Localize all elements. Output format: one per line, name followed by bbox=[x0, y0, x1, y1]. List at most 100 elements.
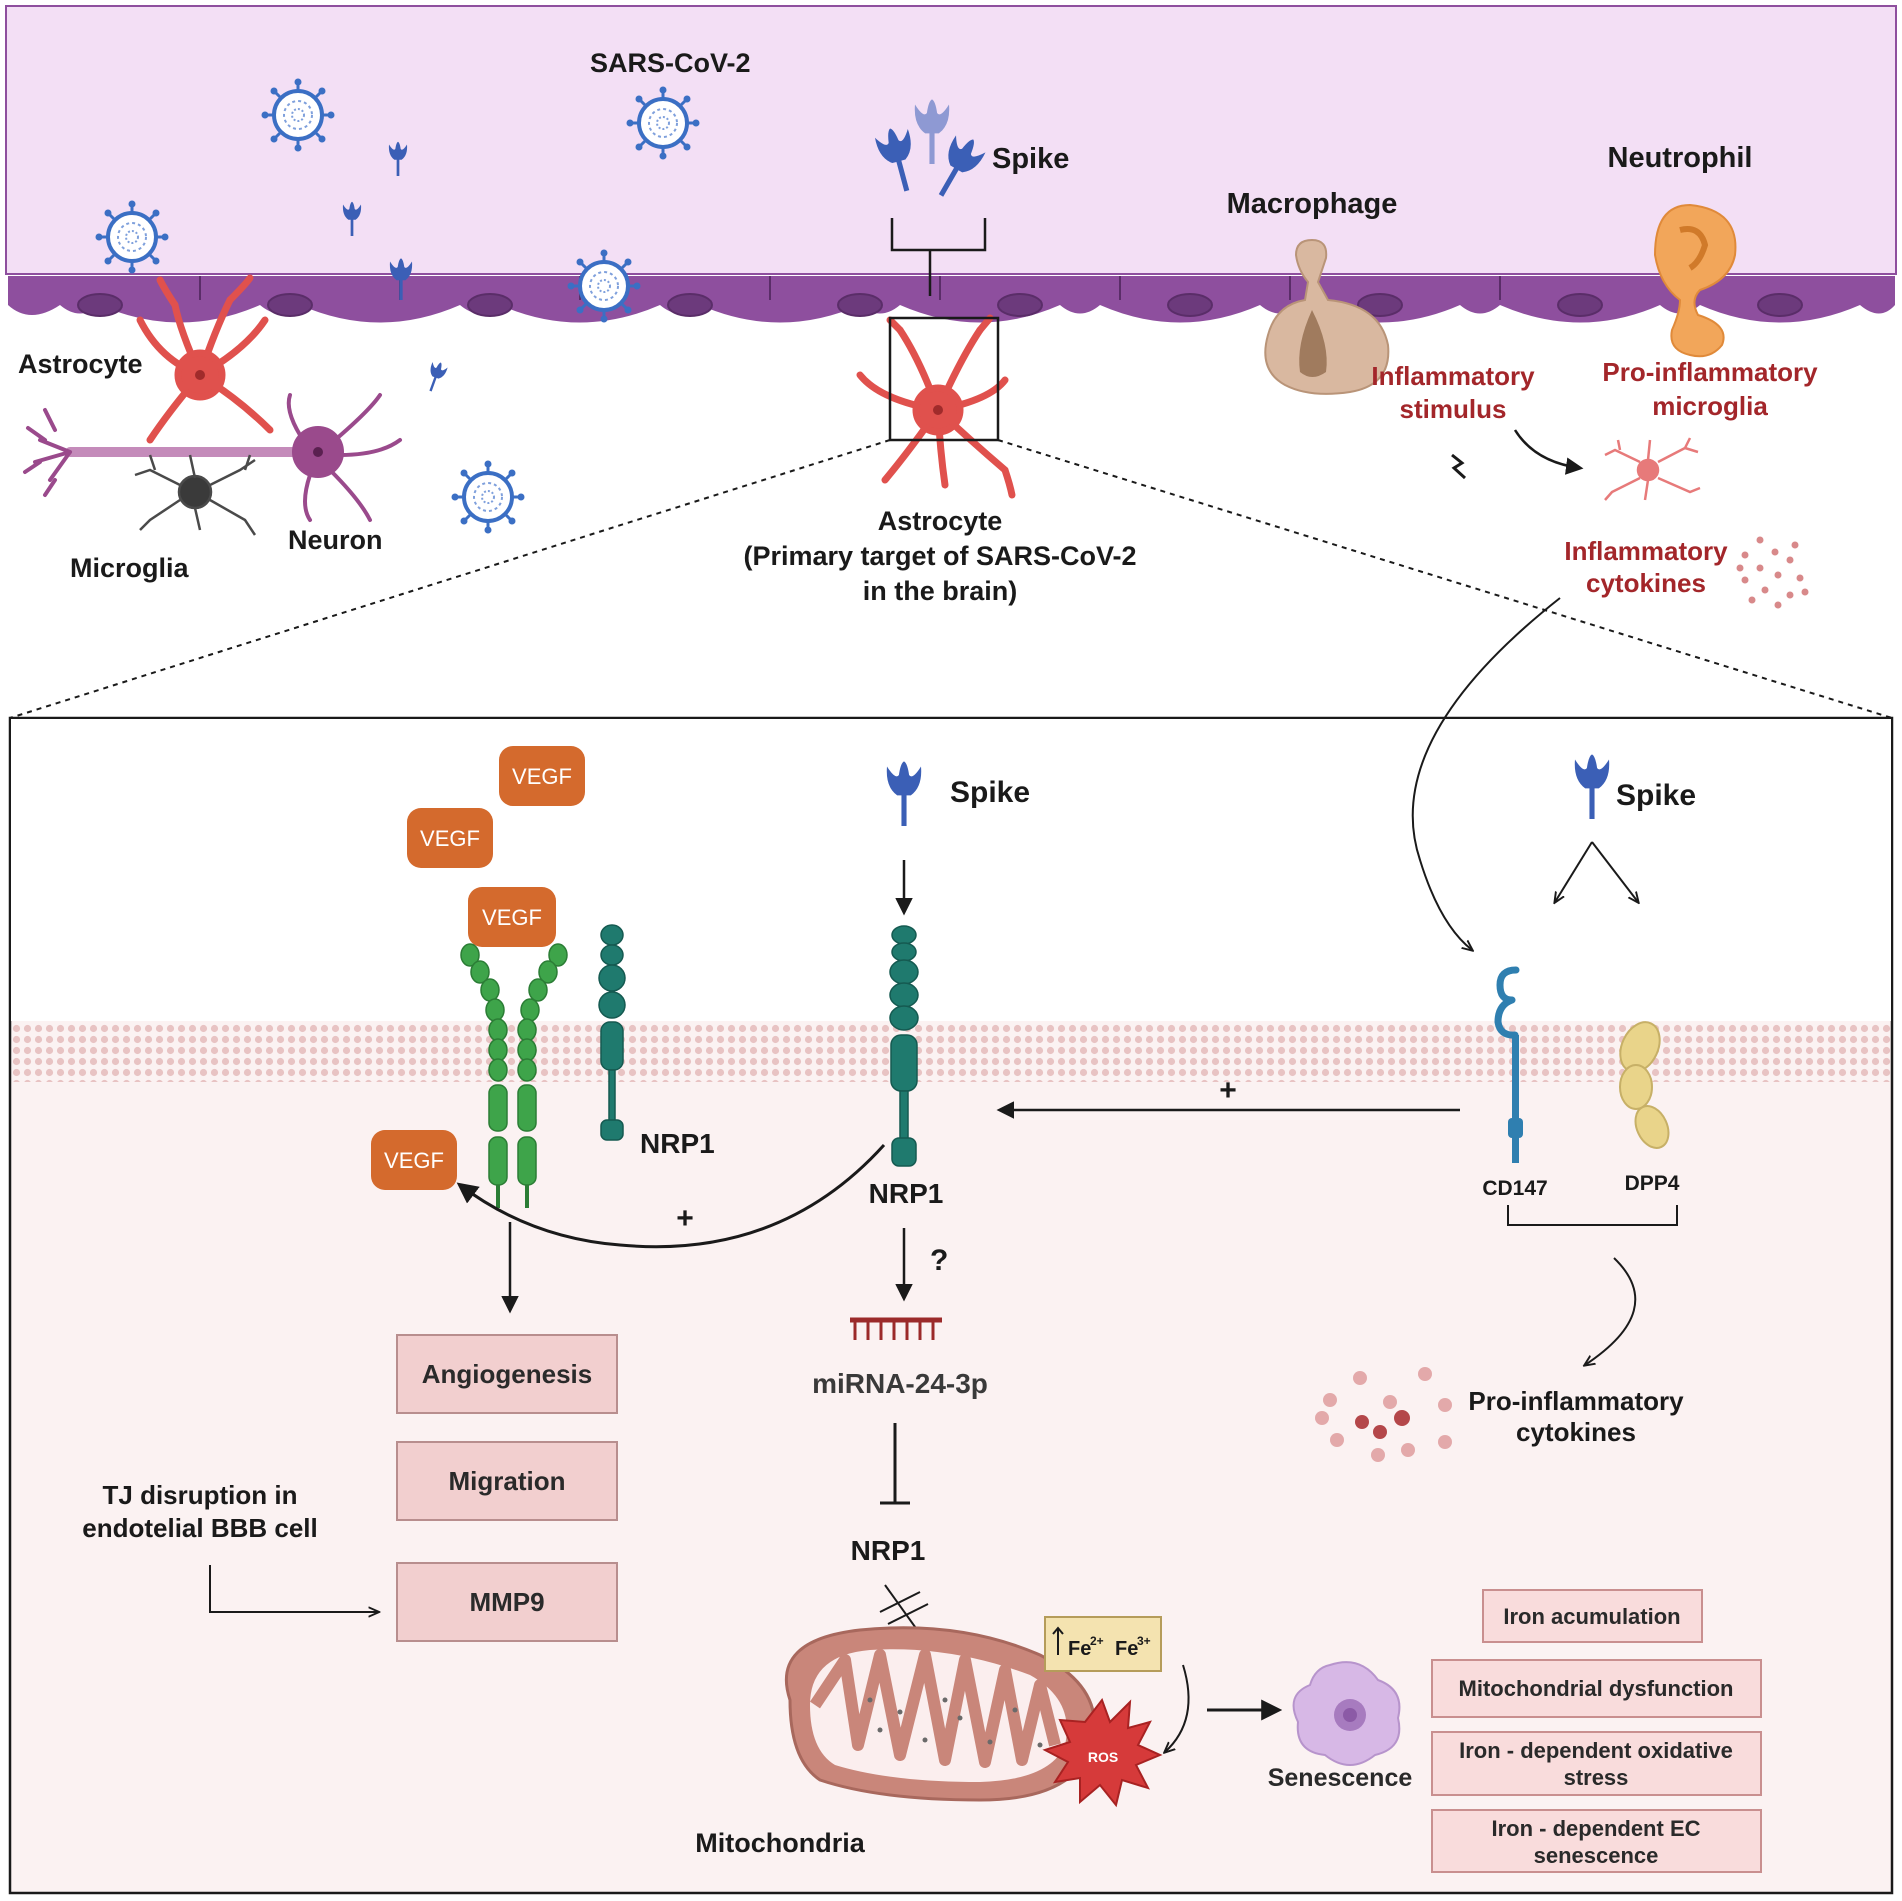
virus-icon bbox=[449, 458, 527, 536]
astrocyte-left-label: Astrocyte bbox=[18, 349, 143, 379]
svg-text:Fe: Fe bbox=[1115, 1638, 1138, 1660]
zoom-line-left bbox=[9, 439, 891, 719]
zoom-line-right bbox=[997, 439, 1893, 719]
blood-lumen bbox=[5, 5, 1897, 275]
svg-text:Mitochondrial dysfunction: Mitochondrial dysfunction bbox=[1459, 1676, 1734, 1701]
iron-box: Fe 2+ Fe 3+ bbox=[1044, 1616, 1162, 1672]
nrp1-left-label: NRP1 bbox=[640, 1128, 715, 1159]
inflammatory-cytokines-label-1: Inflammatory bbox=[1564, 536, 1728, 566]
svg-text:Iron - dependent oxidative: Iron - dependent oxidative bbox=[1459, 1738, 1733, 1763]
svg-text:senescence: senescence bbox=[1534, 1843, 1659, 1868]
oxidative-stress-box: Iron - dependent oxidative stress bbox=[1431, 1731, 1762, 1796]
macrophage-label: Macrophage bbox=[1227, 188, 1398, 220]
astrocyte-center-label-1: Astrocyte bbox=[878, 506, 1003, 536]
ec-senescence-box: Iron - dependent EC senescence bbox=[1431, 1809, 1762, 1873]
virus-icon bbox=[93, 198, 171, 276]
neutrophil bbox=[1653, 203, 1737, 358]
receptors-to-cytokines-arrow bbox=[1585, 1257, 1637, 1365]
spike-cluster bbox=[873, 99, 989, 296]
tj-to-mmp9-arrow bbox=[209, 1565, 378, 1612]
astrocyte-left bbox=[136, 274, 274, 444]
spike-center-label: Spike bbox=[950, 776, 1030, 809]
astrocyte-center-label-2: (Primary target of SARS-CoV-2 bbox=[743, 541, 1136, 571]
plus-right: + bbox=[1219, 1074, 1237, 1107]
nrp1-lower-label: NRP1 bbox=[851, 1535, 926, 1566]
iron-to-ros-arrow bbox=[1165, 1664, 1190, 1752]
ros-icon: ROS bbox=[1042, 1697, 1163, 1808]
inflammatory-stimulus-label-1: Inflammatory bbox=[1371, 361, 1535, 391]
pro-cytokines-label-1: Pro-inflammatory bbox=[1468, 1386, 1684, 1416]
svg-text:ROS: ROS bbox=[1088, 1749, 1118, 1765]
nrp1-center-label: NRP1 bbox=[869, 1178, 944, 1209]
dpp4-label: DPP4 bbox=[1625, 1172, 1680, 1195]
outcome-migration: Migration bbox=[396, 1441, 618, 1521]
spike-icon bbox=[422, 359, 449, 394]
outcome-mmp9: MMP9 bbox=[396, 1562, 618, 1642]
mitochondria-label: Mitochondria bbox=[695, 1828, 865, 1858]
iron-accumulation-box: Iron acumulation bbox=[1482, 1589, 1703, 1643]
zoom-box bbox=[888, 316, 1000, 442]
endothelial-layer bbox=[8, 276, 1895, 323]
svg-text:Fe: Fe bbox=[1068, 1638, 1091, 1660]
question-mark: ? bbox=[930, 1244, 948, 1277]
svg-text:stress: stress bbox=[1564, 1765, 1629, 1790]
spike-right-label: Spike bbox=[1616, 779, 1696, 812]
astrocyte-center bbox=[856, 314, 1016, 499]
svg-text:Migration: Migration bbox=[449, 1466, 566, 1496]
cell-membrane bbox=[11, 1022, 1891, 1082]
cd147-receptor bbox=[1494, 966, 1523, 1163]
microglia-label: Microglia bbox=[70, 553, 190, 583]
tj-label-2: endotelial BBB cell bbox=[82, 1513, 318, 1543]
spike-to-cd147-arrow bbox=[1555, 841, 1593, 902]
inflammatory-stimulus-label-2: stimulus bbox=[1400, 394, 1507, 424]
microglia-left bbox=[134, 454, 257, 536]
plus-left: + bbox=[676, 1202, 694, 1235]
pro-inflammatory-microglia-label-2: microglia bbox=[1652, 391, 1768, 421]
mirna-label: miRNA-24-3p bbox=[812, 1368, 988, 1399]
lightning-icon bbox=[1451, 453, 1467, 480]
pro-inflammatory-microglia-label-1: Pro-inflammatory bbox=[1602, 357, 1818, 387]
svg-text:VEGF: VEGF bbox=[384, 1148, 444, 1173]
mito-dysfunction-box: Mitochondrial dysfunction bbox=[1431, 1659, 1762, 1718]
mirna-icon bbox=[850, 1317, 942, 1340]
vegf-released: VEGF bbox=[371, 1130, 457, 1190]
svg-text:MMP9: MMP9 bbox=[469, 1587, 544, 1617]
virus-icon bbox=[259, 76, 337, 154]
nrp1-to-vegf-arrow bbox=[456, 1143, 886, 1249]
pro-cytokine-cluster bbox=[1315, 1367, 1452, 1462]
neuron bbox=[23, 393, 402, 522]
stimulus-arrow bbox=[1513, 429, 1584, 475]
neuron-label: Neuron bbox=[288, 525, 383, 555]
activated-microglia bbox=[1604, 437, 1701, 501]
dpp4-receptor bbox=[1619, 1021, 1670, 1149]
inflammatory-cytokines-label-2: cytokines bbox=[1586, 568, 1706, 598]
neutrophil-label: Neutrophil bbox=[1608, 142, 1753, 174]
vegf-top: VEGF bbox=[499, 746, 585, 806]
receptor-bracket bbox=[1507, 1205, 1678, 1226]
svg-text:VEGF: VEGF bbox=[420, 826, 480, 851]
cytokine-cloud bbox=[1736, 536, 1809, 609]
senescence-label: Senescence bbox=[1268, 1764, 1413, 1792]
svg-text:Angiogenesis: Angiogenesis bbox=[422, 1359, 592, 1389]
svg-text:Iron - dependent EC: Iron - dependent EC bbox=[1492, 1816, 1701, 1841]
tj-label-1: TJ disruption in bbox=[103, 1480, 298, 1510]
mirna-inhibition bbox=[880, 1423, 910, 1505]
svg-text:Iron acumulation: Iron acumulation bbox=[1503, 1604, 1680, 1629]
virus-icon bbox=[624, 84, 702, 162]
cytokine-to-cd147-arrow bbox=[1411, 597, 1561, 950]
nrp1-receptor-center bbox=[889, 925, 919, 1167]
svg-text:VEGF: VEGF bbox=[482, 905, 542, 930]
svg-text:2+: 2+ bbox=[1090, 1634, 1104, 1648]
pro-cytokines-label-2: cytokines bbox=[1516, 1417, 1636, 1447]
outcome-angiogenesis: Angiogenesis bbox=[396, 1334, 618, 1414]
svg-text:3+: 3+ bbox=[1137, 1634, 1151, 1648]
vegf-receptor bbox=[460, 943, 568, 1208]
vegf-receptor-bound: VEGF bbox=[468, 887, 556, 947]
sars-cov2-label: SARS-CoV-2 bbox=[590, 48, 751, 78]
cd147-label: CD147 bbox=[1482, 1177, 1547, 1200]
nrp1-receptor-left bbox=[598, 924, 626, 1141]
senescent-cell-icon bbox=[1292, 1661, 1401, 1766]
astrocyte-center-label-3: in the brain) bbox=[863, 576, 1018, 606]
